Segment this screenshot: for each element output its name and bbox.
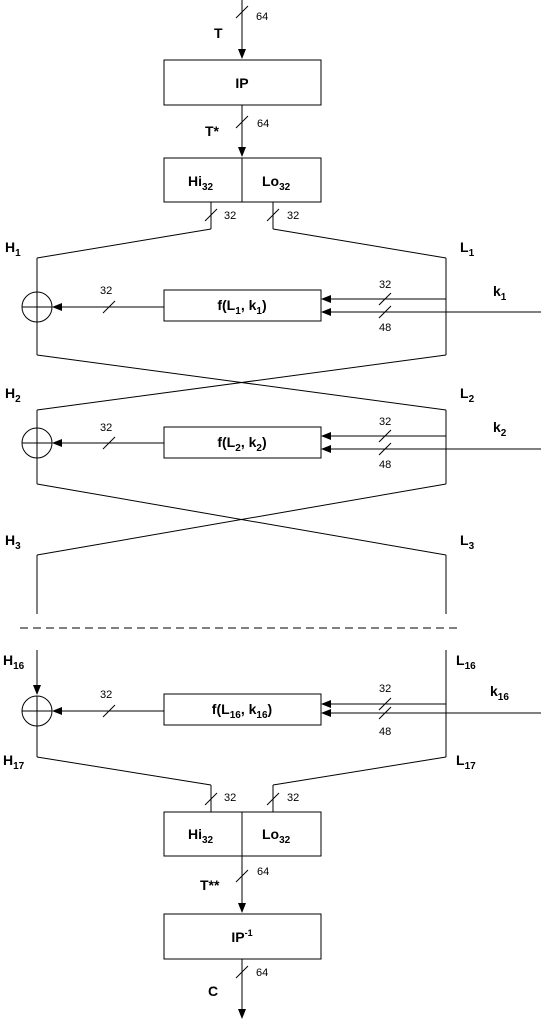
bus-slash: [266, 208, 280, 222]
l1-label: L1: [460, 239, 475, 259]
bus-width-label: 64: [257, 866, 269, 878]
bus-slash: [235, 869, 249, 883]
cross-line: [36, 354, 447, 411]
l16-label: L16: [456, 652, 476, 672]
bus-width-label: 48: [379, 726, 391, 738]
bus-slash: [204, 208, 218, 222]
l2-label: L2: [460, 385, 475, 405]
output-label: C: [208, 983, 218, 999]
bus-width-label: 48: [379, 322, 391, 334]
cross-line: [36, 483, 447, 556]
bus-slash: [235, 965, 249, 979]
bus-width-label: 48: [379, 459, 391, 471]
xor-icon: [21, 695, 53, 727]
inverse-ip-label: IP-1: [231, 928, 252, 945]
f-function-label: f(L1, k1): [217, 297, 266, 317]
l17-label: L17: [456, 752, 476, 772]
bus-slash: [378, 429, 392, 443]
f-function-box: [163, 289, 322, 322]
bus-width-label: 32: [379, 279, 391, 291]
xor-icon: [21, 291, 53, 323]
hi-diagonal: [36, 228, 212, 259]
hi-label: Hi32: [188, 173, 214, 193]
f-function-box: [163, 693, 322, 726]
lo-label: Lo32: [262, 173, 291, 193]
l17-diagonal: [272, 756, 447, 786]
bus-width-label: 32: [100, 689, 112, 701]
h17-diagonal: [36, 756, 212, 786]
bus-width-label: 32: [379, 416, 391, 428]
bus-slash: [378, 305, 392, 319]
permuted-input-label: T*: [205, 123, 220, 139]
h16-label: H16: [3, 652, 25, 672]
bus-width-label: 32: [100, 422, 112, 434]
bus-slash: [235, 115, 249, 129]
lo-diagonal: [272, 228, 447, 259]
bus-width-label: 32: [287, 792, 299, 804]
l3-label: L3: [460, 532, 475, 552]
h3-label: H3: [5, 532, 21, 552]
bus-width-label: 64: [257, 118, 269, 130]
bus-slash: [378, 706, 392, 720]
input-label: T: [214, 25, 223, 41]
preoutput-label: T**: [200, 877, 220, 893]
bus-slash: [102, 436, 116, 450]
bus-slash: [102, 300, 116, 314]
k16-label: k16: [490, 683, 509, 703]
bus-slash: [378, 292, 392, 306]
lo-label: Lo32: [262, 826, 291, 846]
bus-width-label: 32: [287, 210, 299, 222]
bus-slash: [102, 704, 116, 718]
k1-label: k1: [493, 283, 507, 303]
h17-label: H17: [3, 752, 25, 772]
f-function-label: f(L16, k16): [212, 701, 272, 721]
ip-box: [163, 59, 322, 106]
k2-label: k2: [493, 419, 507, 439]
hi-label: Hi32: [188, 826, 214, 846]
f-function-label: f(L2, k2): [217, 434, 266, 454]
xor-icon: [21, 427, 53, 459]
bus-slash: [266, 792, 280, 806]
bus-width-label: 32: [224, 792, 236, 804]
h1-label: H1: [5, 239, 21, 259]
ip-label: IP: [235, 75, 248, 91]
bus-slash: [235, 5, 249, 19]
f-function-box: [163, 426, 322, 459]
bus-slash: [378, 442, 392, 456]
bus-width-label: 64: [256, 967, 268, 979]
bus-slash: [204, 792, 218, 806]
bus-width-label: 32: [224, 210, 236, 222]
bus-width-label: 32: [379, 683, 391, 695]
bus-slash: [378, 697, 392, 711]
h2-label: H2: [5, 385, 21, 405]
bus-width-label: 32: [100, 285, 112, 297]
bus-width-label: 64: [256, 11, 268, 23]
